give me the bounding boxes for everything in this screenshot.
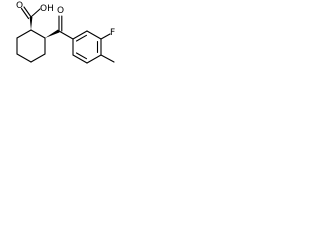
aryl-methyl-bond: [100, 54, 115, 63]
aryl-fluorine-bond: [100, 33, 111, 40]
benzene-ring: [72, 30, 102, 64]
ketone-oxygen-label: O: [57, 6, 64, 16]
carboxyl-c-o-double-bond-b: [20, 7, 30, 20]
ketone-linker: O: [45, 6, 74, 40]
fluoro-substituent: F: [100, 28, 115, 40]
aryl-bond-4: [86, 54, 102, 64]
carboxyl-c-o-single-bond: [30, 8, 41, 18]
molecule-structure: O OH O F: [16, 1, 115, 64]
ring-bond-c4-c5: [16, 53, 32, 63]
carboxyl-c-o-double-bond-a: [23, 6, 32, 18]
ring-bond-c6-c1: [16, 29, 32, 39]
ring-bond-c1-c2: [30, 29, 46, 39]
aryl-bond-5: [72, 54, 88, 64]
aryl-inner-double-bond-3: [75, 52, 88, 60]
fluorine-label: F: [110, 28, 115, 38]
carboxyl-hydroxyl-label: OH: [40, 4, 54, 14]
carboxyl-double-bond-oxygen-label: O: [16, 1, 23, 11]
ring-bond-c3-c4: [30, 53, 46, 63]
cyclohexane-ring: [16, 29, 46, 63]
carboxylic-acid-group: O OH: [16, 1, 54, 30]
aryl-inner-double-bond-1: [75, 34, 88, 42]
aryl-bond-2: [86, 30, 102, 40]
wedge-bond-to-ketone: [45, 29, 60, 38]
ketone-to-aryl-bond: [58, 30, 74, 40]
aryl-bond-1: [72, 30, 88, 40]
wedge-bond-to-carboxyl: [29, 17, 33, 30]
methyl-substituent: [100, 54, 115, 63]
